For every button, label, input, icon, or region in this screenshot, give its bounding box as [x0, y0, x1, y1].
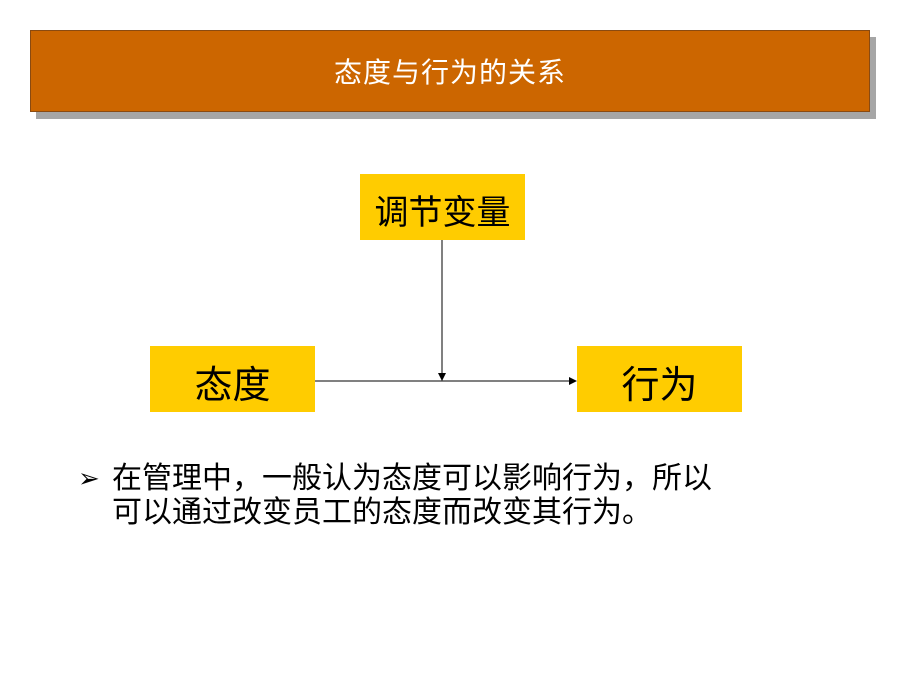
title-bar: 态度与行为的关系 [30, 30, 870, 112]
attitude-label: 态度 [194, 362, 271, 407]
slide-title: 态度与行为的关系 [333, 56, 566, 89]
attitude-box: 态度 [150, 346, 315, 412]
bullet-point: ➢ 在管理中，一般认为态度可以影响行为，所以 可以通过改变员工的态度而改变其行为… [78, 462, 838, 530]
bullet-text: 在管理中，一般认为态度可以影响行为，所以 可以通过改变员工的态度而改变其行为。 [112, 462, 712, 530]
moderator-box: 调节变量 [360, 174, 525, 240]
behavior-box: 行为 [577, 346, 742, 412]
arrowhead-bullet-icon: ➢ [78, 464, 100, 494]
moderator-label: 调节变量 [374, 192, 511, 233]
bullet-line-1: 在管理中，一般认为态度可以影响行为，所以 [112, 461, 712, 496]
bullet-line-2: 可以通过改变员工的态度而改变其行为。 [112, 495, 652, 530]
behavior-label: 行为 [621, 362, 698, 407]
